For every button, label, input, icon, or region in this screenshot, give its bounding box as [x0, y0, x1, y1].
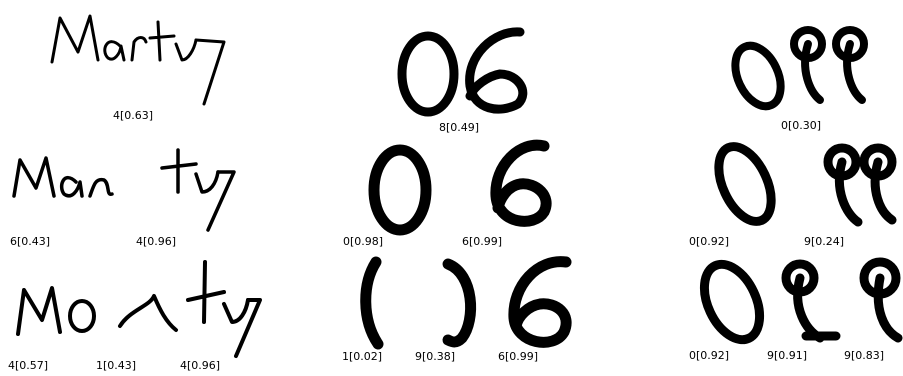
- o6-whole-label: 8[0.49]: [439, 122, 479, 134]
- o6-split2-label-1: 0[0.98]: [343, 236, 383, 248]
- marty-two-segment-image: [14, 150, 234, 230]
- o6-split3-label-1: 1[0.02]: [342, 351, 382, 363]
- o99-whole-image: [726, 30, 864, 113]
- o99-split2-label-1: 0[0.92]: [689, 236, 729, 248]
- o99-two-segment-image: [708, 138, 892, 229]
- o6-whole-image: [402, 32, 523, 112]
- o6-split3-label-2: 9[0.38]: [415, 351, 455, 363]
- o6-split2-label-2: 6[0.99]: [462, 236, 502, 248]
- marty-whole-word-image: [52, 16, 224, 104]
- marty-whole-label: 4[0.63]: [113, 110, 153, 122]
- o6-three-segment-image: [366, 262, 566, 344]
- marty-three-segment-image: [18, 262, 260, 356]
- o6-split3-label-3: 6[0.99]: [498, 351, 538, 363]
- o99-three-segment-image: [693, 256, 898, 349]
- marty-split2-label-1: 6[0.43]: [10, 236, 50, 248]
- o99-whole-label: 0[0.30]: [781, 120, 821, 132]
- o99-split2-label-2: 9[0.24]: [804, 236, 844, 248]
- o99-split3-label-3: 9[0.83]: [844, 350, 884, 362]
- o99-split3-label-2: 9[0.91]: [767, 350, 807, 362]
- marty-split3-label-3: 4[0.96]: [180, 360, 220, 372]
- marty-split3-label-2: 1[0.43]: [96, 360, 136, 372]
- marty-split3-label-1: 4[0.57]: [8, 360, 48, 372]
- o6-two-segment-image: [374, 145, 546, 230]
- marty-split2-label-2: 4[0.96]: [136, 236, 176, 248]
- o99-split3-label-1: 0[0.92]: [689, 350, 729, 362]
